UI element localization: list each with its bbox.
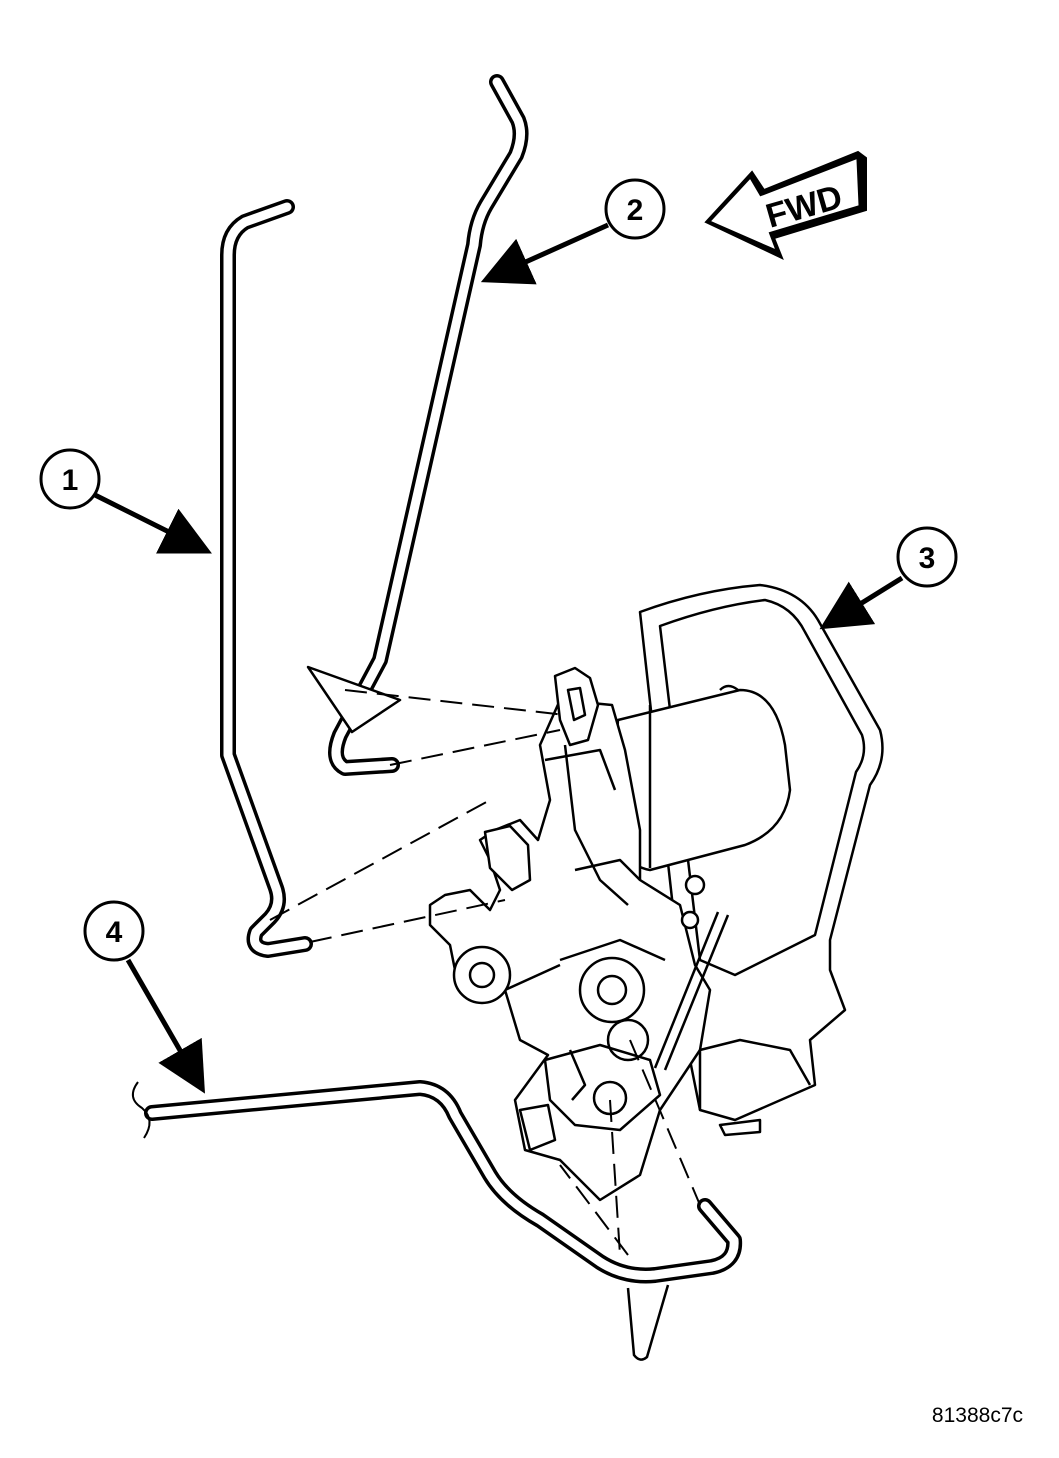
callout-leaders xyxy=(93,222,904,1094)
rod-4 xyxy=(144,1080,743,1284)
svg-text:3: 3 xyxy=(919,542,936,575)
rod-4-break-mark xyxy=(131,1081,151,1139)
figure-id: 81388c7c xyxy=(931,1404,1023,1427)
svg-text:4: 4 xyxy=(106,916,123,949)
callout-3: 3 xyxy=(896,526,958,588)
callout-1: 1 xyxy=(39,448,101,510)
svg-text:1: 1 xyxy=(62,464,79,497)
rod-2 xyxy=(328,74,529,776)
rod-1 xyxy=(220,199,313,958)
callout-4: 4 xyxy=(83,900,145,962)
pointer-cone xyxy=(626,1284,670,1361)
dashed-connection-lines xyxy=(269,689,701,1256)
latch-actuator-assembly xyxy=(306,583,884,1202)
callout-2: 2 xyxy=(604,178,666,240)
svg-text:2: 2 xyxy=(627,194,644,227)
fwd-direction-arrow: FWD xyxy=(704,150,867,260)
